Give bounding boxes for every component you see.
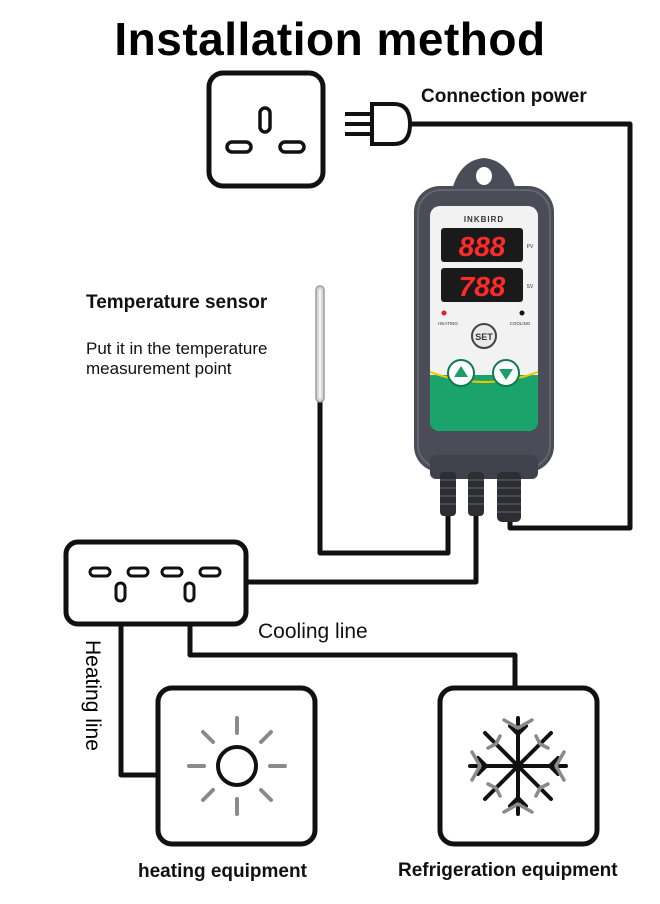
temperature-probe [315,285,325,403]
plug-icon [345,102,413,146]
cooling-indicator-label: COOLING [510,321,531,326]
heating-equipment-label: heating equipment [138,861,307,882]
refrigeration-equipment-label: Refrigeration equipment [398,860,618,881]
cooling-line-wire [187,602,518,688]
sensor-note-line2: measurement point [86,359,232,378]
sensor-cable [317,400,451,556]
temperature-controller [414,158,554,522]
sensor-note-line1: Put it in the temperature [86,339,268,358]
display-top-digits: 888 [459,231,506,262]
heating-line-wire [118,600,158,778]
controller-brand: INKBIRD [464,215,504,224]
page-title: Installation method [114,13,546,65]
set-button: SET [475,332,493,342]
cooling-line-label: Cooling line [258,620,368,643]
output-cable [247,505,479,585]
temperature-sensor-label: Temperature sensor [86,292,268,313]
pv-label: PV [527,244,534,250]
sv-label: SV [527,284,534,290]
display-bottom-digits: 788 [459,271,506,302]
snowflake-icon [468,716,568,816]
relay-box [63,539,249,627]
connection-power-label: Connection power [421,86,587,107]
heating-line-label: Heating line [81,640,104,751]
uk-socket-icon [206,70,326,189]
heating-indicator-label: HEATING [438,321,458,326]
sun-icon [187,716,287,816]
